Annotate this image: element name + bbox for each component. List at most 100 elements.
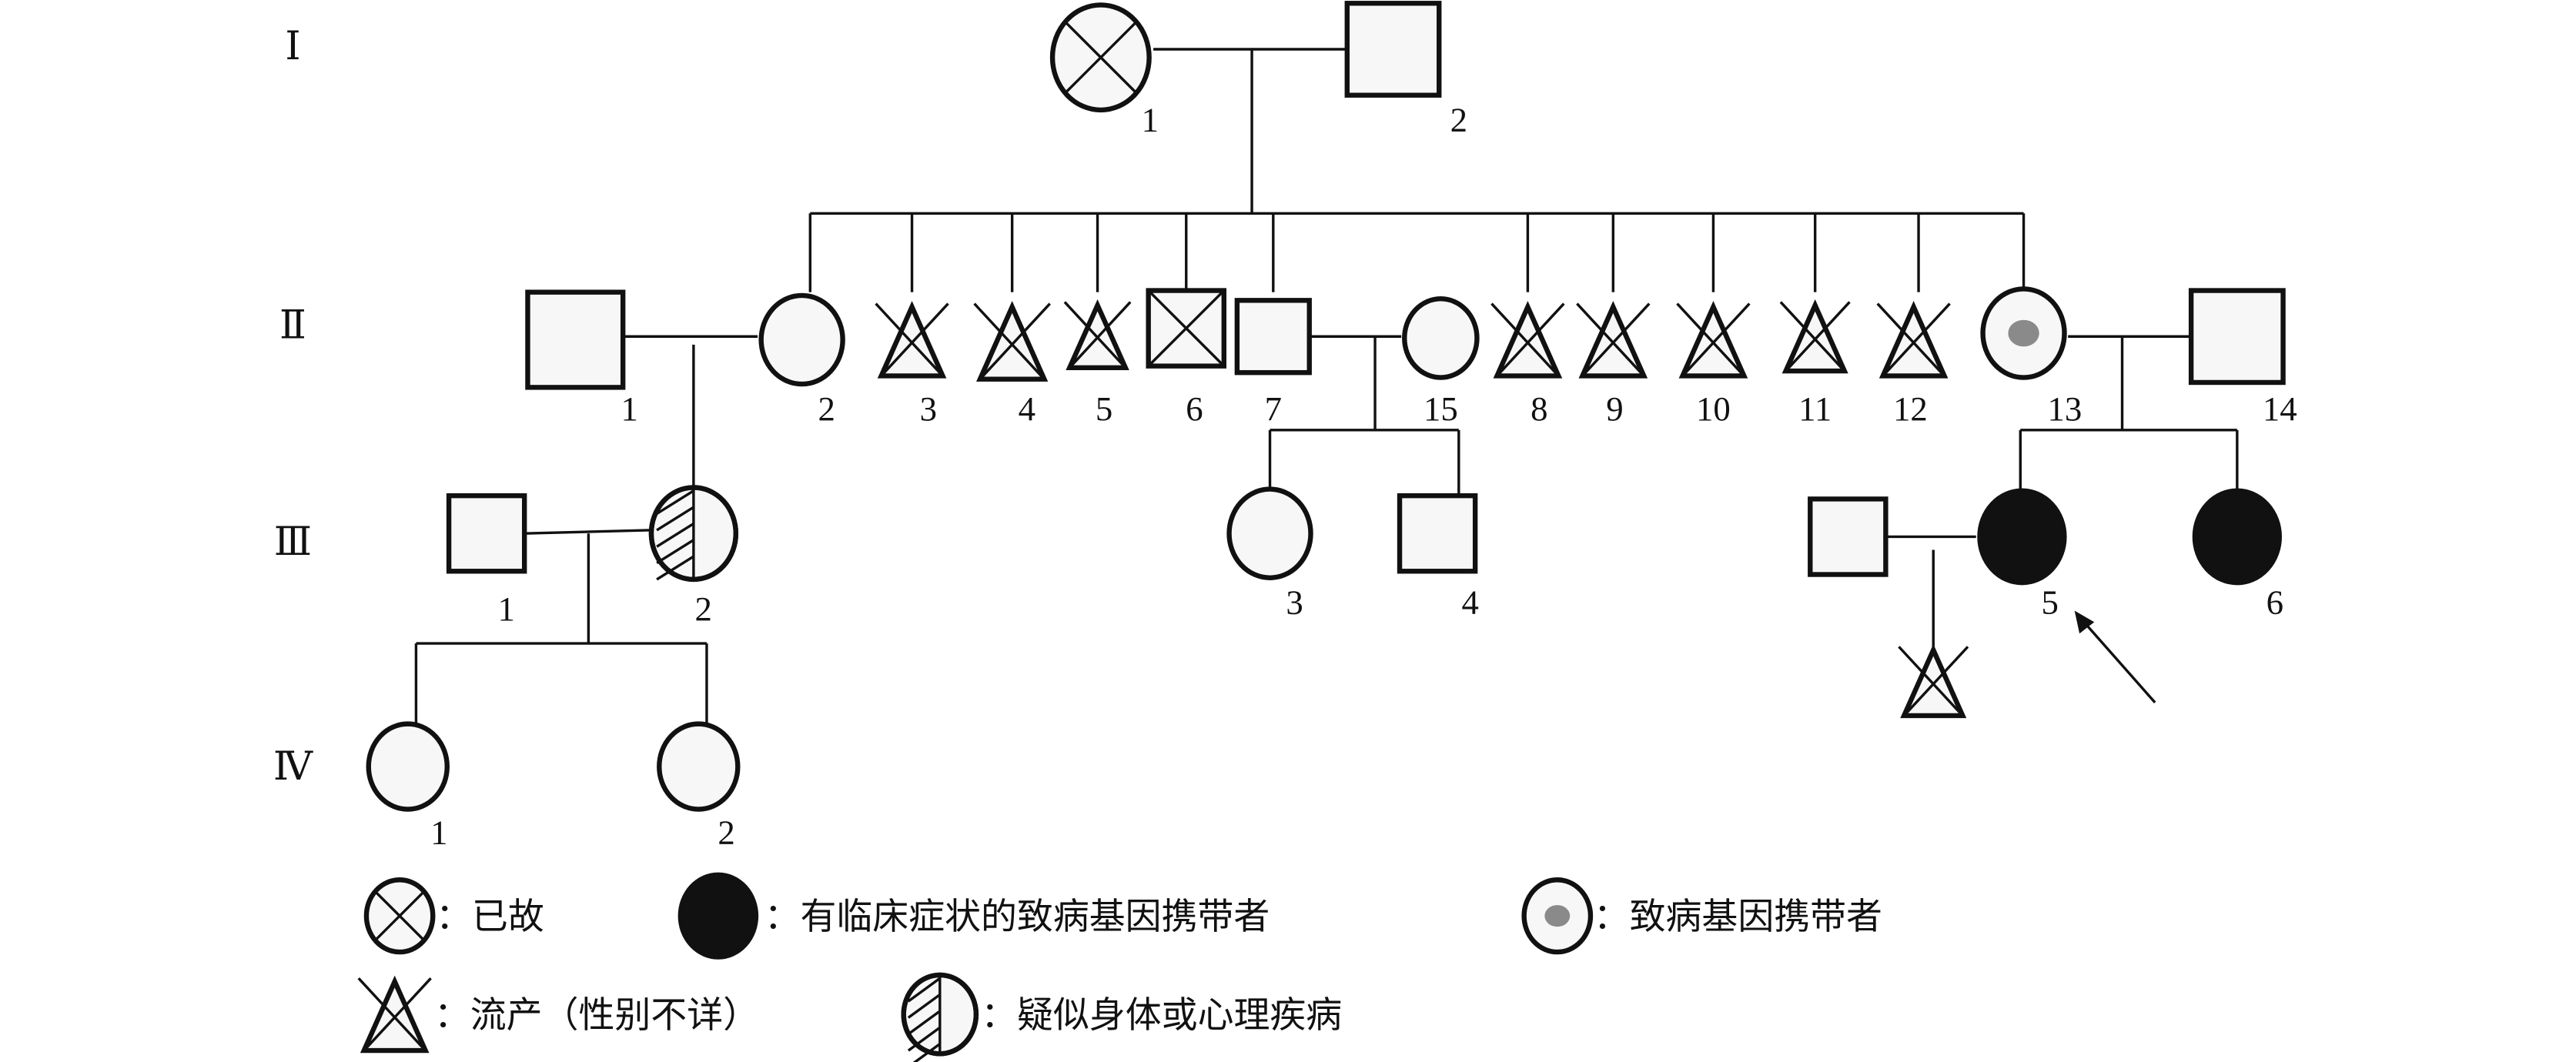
individual-ii-4 — [973, 300, 1051, 382]
cross-line — [1876, 302, 1945, 377]
legend-symbol-deceased — [363, 877, 436, 955]
cross-line — [1147, 289, 1226, 367]
cross-line — [979, 302, 1051, 380]
individual-ii-5 — [1063, 299, 1132, 370]
female-circle — [1226, 486, 1313, 580]
individual-iv-1 — [366, 721, 450, 812]
hatch-line — [656, 522, 694, 548]
female-circle — [366, 721, 450, 812]
individual-ii-8 — [1490, 300, 1565, 379]
legend-text-miscarriage: ：流产（性别不详） — [434, 994, 759, 1037]
cross-line — [1066, 22, 1136, 93]
male-square — [1234, 298, 1312, 376]
individual-number-label: 10 — [1696, 389, 1731, 428]
individual-iv-2 — [657, 721, 741, 812]
cross-line — [1898, 646, 1964, 717]
individual-ii-1 — [525, 289, 626, 390]
individual-iii-4 — [1397, 493, 1478, 574]
individual-number-label: 5 — [1096, 389, 1112, 428]
individual-ii-13 — [1980, 286, 2067, 380]
individual-i-1 — [1049, 2, 1152, 113]
cross-line — [1063, 301, 1127, 369]
hatch-line — [907, 1010, 941, 1036]
individual-number-label: 3 — [920, 389, 937, 428]
cross-line — [973, 302, 1045, 380]
cross-line — [1576, 302, 1645, 377]
cross-line — [1676, 302, 1745, 377]
individual-ii-2 — [758, 292, 845, 387]
individual-ii-12 — [1876, 300, 1951, 379]
cross-line — [1882, 302, 1951, 377]
cross-line — [1681, 302, 1751, 377]
legend-symbol-miscarriage — [357, 975, 432, 1054]
cross-line — [357, 977, 427, 1052]
cross-line — [880, 302, 949, 377]
hatch-line — [907, 994, 941, 1019]
female-circle — [1977, 488, 2067, 586]
individual-number-label: 9 — [1606, 389, 1623, 428]
male-square — [1344, 1, 1442, 98]
individual-number-label: 13 — [2047, 389, 2082, 428]
male-square — [446, 493, 527, 574]
individual-ii-10 — [1676, 300, 1751, 379]
cross-line — [1902, 646, 1969, 717]
individual-number-label: 14 — [2263, 389, 2297, 428]
individual-ii-7 — [1234, 298, 1312, 376]
individual-iii-5 — [1977, 488, 2067, 586]
individual-ii-3 — [875, 300, 949, 379]
individual-number-label: 1 — [621, 389, 638, 428]
female-circle — [657, 721, 741, 812]
hatch-line — [656, 539, 694, 565]
individual-iii-3 — [1226, 486, 1313, 580]
individual-iii-6 — [2192, 488, 2282, 586]
cross-line — [1069, 301, 1132, 369]
hatch-line — [656, 489, 694, 516]
hatch-line — [912, 1043, 941, 1062]
individual-number-label: 15 — [1423, 389, 1458, 428]
individual-number-label: 2 — [718, 813, 734, 851]
generation-label: Ⅰ — [285, 25, 300, 68]
individual-number-label: 1 — [1142, 101, 1159, 139]
individual-ii-15 — [1402, 296, 1480, 380]
legend-text-carrier: ：致病基因携带者 — [1594, 896, 1882, 938]
proband-arrowhead — [2074, 610, 2095, 634]
individual-iii-5-spouse — [1808, 496, 1889, 577]
cross-line — [375, 891, 424, 940]
legend-symbol-affected — [677, 872, 759, 960]
female-circle — [758, 292, 845, 387]
individual-ii-14 — [2188, 288, 2286, 386]
female-circle — [1402, 296, 1480, 380]
generation-label: Ⅲ — [274, 520, 312, 564]
cross-line — [1496, 302, 1565, 377]
male-square — [1808, 496, 1889, 577]
individual-ii-9 — [1576, 300, 1651, 379]
individual-number-label: 6 — [1186, 389, 1203, 428]
hatch-line — [656, 555, 694, 581]
cross-line — [1785, 301, 1851, 372]
individual-number-label: 5 — [2041, 583, 2058, 622]
hatch-line — [907, 1026, 941, 1052]
cross-line — [1581, 302, 1651, 377]
legend-text-affected: ：有临床症状的致病基因携带者 — [764, 896, 1270, 938]
cross-line — [363, 977, 432, 1052]
individual-number-label: 2 — [1450, 101, 1467, 139]
individual-number-label: 2 — [694, 589, 711, 628]
carrier-dot — [2008, 319, 2039, 347]
individual-number-label: 11 — [1798, 389, 1832, 428]
marriage-line — [524, 529, 650, 535]
male-square — [2188, 288, 2286, 386]
individual-iii-1 — [446, 493, 527, 574]
individual-number-label: 2 — [818, 389, 835, 428]
legend-text-suspected: ：疑似身体或心理疾病 — [981, 994, 1342, 1037]
individual-number-label: 1 — [430, 813, 447, 851]
legend-symbol-carrier — [1521, 877, 1594, 955]
proband-arrow — [2079, 617, 2156, 704]
individual-number-label: 3 — [1286, 583, 1303, 622]
male-square — [525, 289, 626, 390]
female-circle-outline — [901, 972, 979, 1057]
cross-line — [875, 302, 944, 377]
individual-ii-11 — [1779, 299, 1851, 374]
individual-i-2 — [1344, 1, 1442, 98]
female-circle — [677, 872, 759, 960]
